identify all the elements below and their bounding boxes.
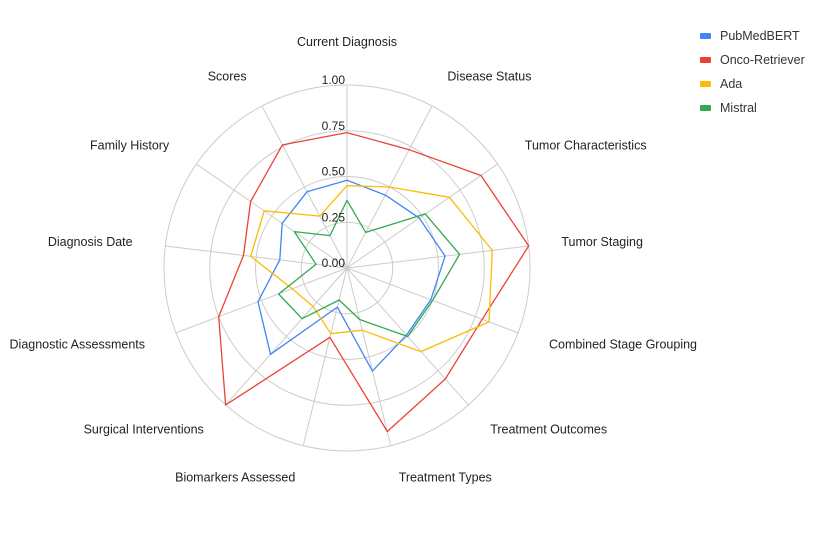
axis-label: Treatment Outcomes bbox=[490, 423, 607, 437]
grid-spoke bbox=[346, 163, 498, 269]
axis-label: Tumor Staging bbox=[561, 235, 643, 249]
tick-label: 0.50 bbox=[322, 165, 346, 179]
axis-label: Combined Stage Grouping bbox=[549, 338, 697, 352]
series-ada bbox=[250, 184, 493, 353]
axis-label: Diagnosis Date bbox=[48, 235, 133, 249]
grid-spoke bbox=[302, 267, 348, 446]
axis-label: Scores bbox=[208, 70, 247, 84]
grid-spoke bbox=[346, 267, 392, 446]
legend-label: Onco-Retriever bbox=[720, 53, 805, 67]
tick-labels: 0.00 0.25 0.50 0.75 1.00 bbox=[322, 73, 346, 270]
grid-spoke bbox=[261, 105, 348, 269]
tick-label: 1.00 bbox=[322, 73, 346, 87]
axis-label: Surgical Interventions bbox=[84, 423, 204, 437]
axis-label: Family History bbox=[90, 138, 170, 152]
legend-label: Mistral bbox=[720, 101, 757, 115]
legend-swatch bbox=[700, 105, 711, 111]
radar-grid bbox=[163, 84, 531, 452]
legend-label: Ada bbox=[720, 77, 743, 91]
legend-item[interactable]: PubMedBERT bbox=[700, 24, 805, 48]
series-onco-retriever bbox=[218, 131, 530, 433]
grid-spoke bbox=[175, 267, 348, 334]
grid-spoke bbox=[225, 267, 348, 406]
series-layer bbox=[218, 131, 530, 433]
tick-label: 0.25 bbox=[322, 210, 346, 224]
axis-label: Treatment Types bbox=[399, 471, 492, 485]
legend-item[interactable]: Onco-Retriever bbox=[700, 48, 805, 72]
axis-label: Diagnostic Assessments bbox=[10, 338, 145, 352]
legend-swatch bbox=[700, 57, 711, 63]
axis-label: Disease Status bbox=[447, 70, 531, 84]
grid-spoke bbox=[346, 245, 529, 269]
legend-label: PubMedBERT bbox=[720, 29, 800, 43]
axis-label: Biomarkers Assessed bbox=[175, 471, 295, 485]
legend-swatch bbox=[700, 33, 711, 39]
axis-label: Current Diagnosis bbox=[297, 35, 397, 49]
legend-item[interactable]: Mistral bbox=[700, 96, 805, 120]
grid-spoke bbox=[196, 163, 348, 269]
series-pubmedbert bbox=[257, 179, 446, 372]
legend-item[interactable]: Ada bbox=[700, 72, 805, 96]
tick-label: 0.75 bbox=[322, 119, 346, 133]
series-mistral bbox=[277, 199, 461, 338]
tick-label: 0.00 bbox=[322, 256, 346, 270]
axis-label: Tumor Characteristics bbox=[525, 138, 647, 152]
legend-swatch bbox=[700, 81, 711, 87]
